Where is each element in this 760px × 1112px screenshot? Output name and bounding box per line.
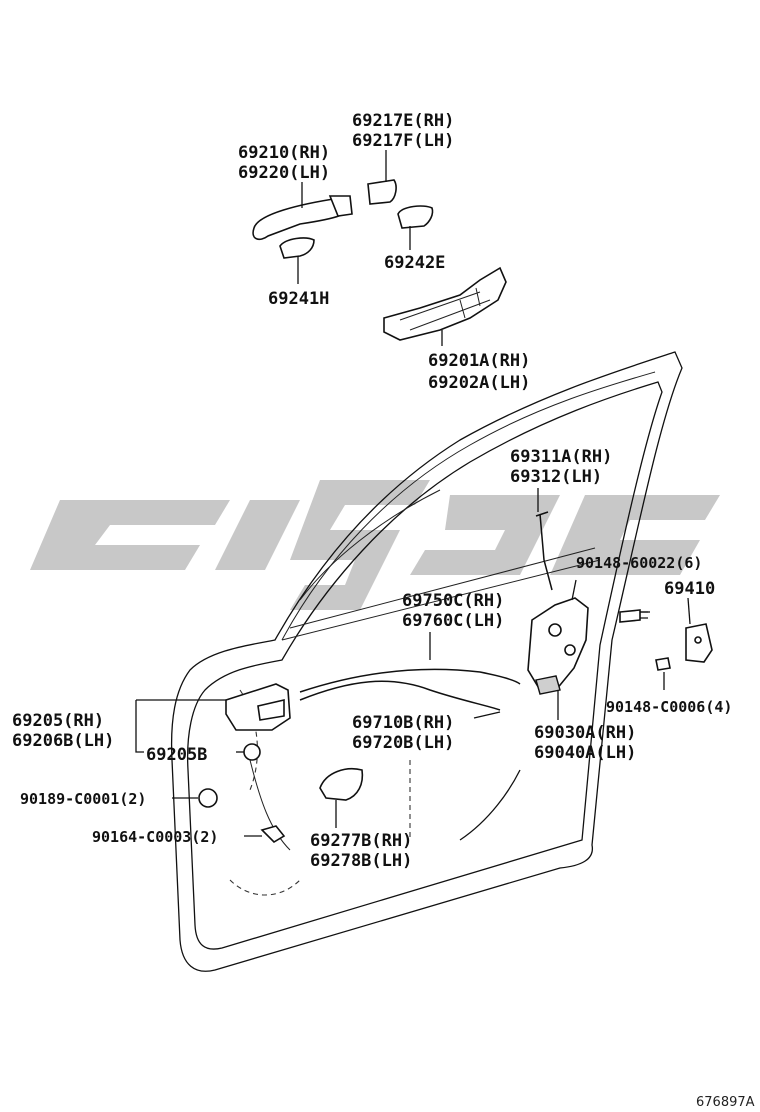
inside-handle-clip [243,743,261,761]
label-69220: 69220(LH) [238,163,330,183]
handle-pad-rear [279,237,315,259]
label-69720b: 69720B(LH) [352,733,454,753]
inside-handle [225,683,291,731]
door-lock-assembly [527,597,589,695]
label-69206b: 69206B(LH) [12,731,114,751]
label-69241h: 69241H [268,289,329,309]
label-69217f: 69217F(LH) [352,131,454,151]
clip-90189 [198,788,218,808]
open-cable [299,680,501,711]
label-69760c: 69760C(LH) [402,611,504,631]
leader-lines [135,150,691,841]
figure-reference: 676897A [696,1095,755,1110]
label-69277b: 69277B(RH) [310,831,412,851]
door-outline [170,351,683,972]
handle-cover [367,179,397,205]
outside-handle [252,195,353,241]
part-labels: 69210(RH) 69220(LH) 69217E(RH) 69217F(LH… [12,111,755,1110]
label-90148-60022: 90148-60022(6) [576,554,702,572]
label-69410: 69410 [664,579,715,599]
watermark-logo [30,480,720,610]
handle-pad-front [397,205,434,229]
label-69040a: 69040A(LH) [534,743,636,763]
label-69205b: 69205B [146,745,207,765]
label-69201a: 69201A(RH) [428,351,530,371]
screw-striker [655,657,671,671]
label-69030a: 69030A(RH) [534,723,636,743]
label-69312: 69312(LH) [510,467,602,487]
label-69750c: 69750C(RH) [402,591,504,611]
lock-rod [535,511,553,591]
label-90164-c0003: 90164-C0003(2) [92,828,218,846]
label-90189-c0001: 90189-C0001(2) [20,790,146,808]
label-69217e: 69217E(RH) [352,111,454,131]
label-69311a: 69311A(RH) [510,447,612,467]
label-69205: 69205(RH) [12,711,104,731]
lock-cable [299,668,521,693]
label-69242e: 69242E [384,253,445,273]
label-69278b: 69278B(LH) [310,851,412,871]
label-69202a: 69202A(LH) [428,373,530,393]
label-90148-c0006: 90148-C0006(4) [606,698,732,716]
label-69710b: 69710B(RH) [352,713,454,733]
screw-90164 [260,825,286,844]
label-69210: 69210(RH) [238,143,330,163]
inside-handle-bezel [319,768,364,801]
handle-frame [383,266,507,341]
striker [685,623,713,663]
